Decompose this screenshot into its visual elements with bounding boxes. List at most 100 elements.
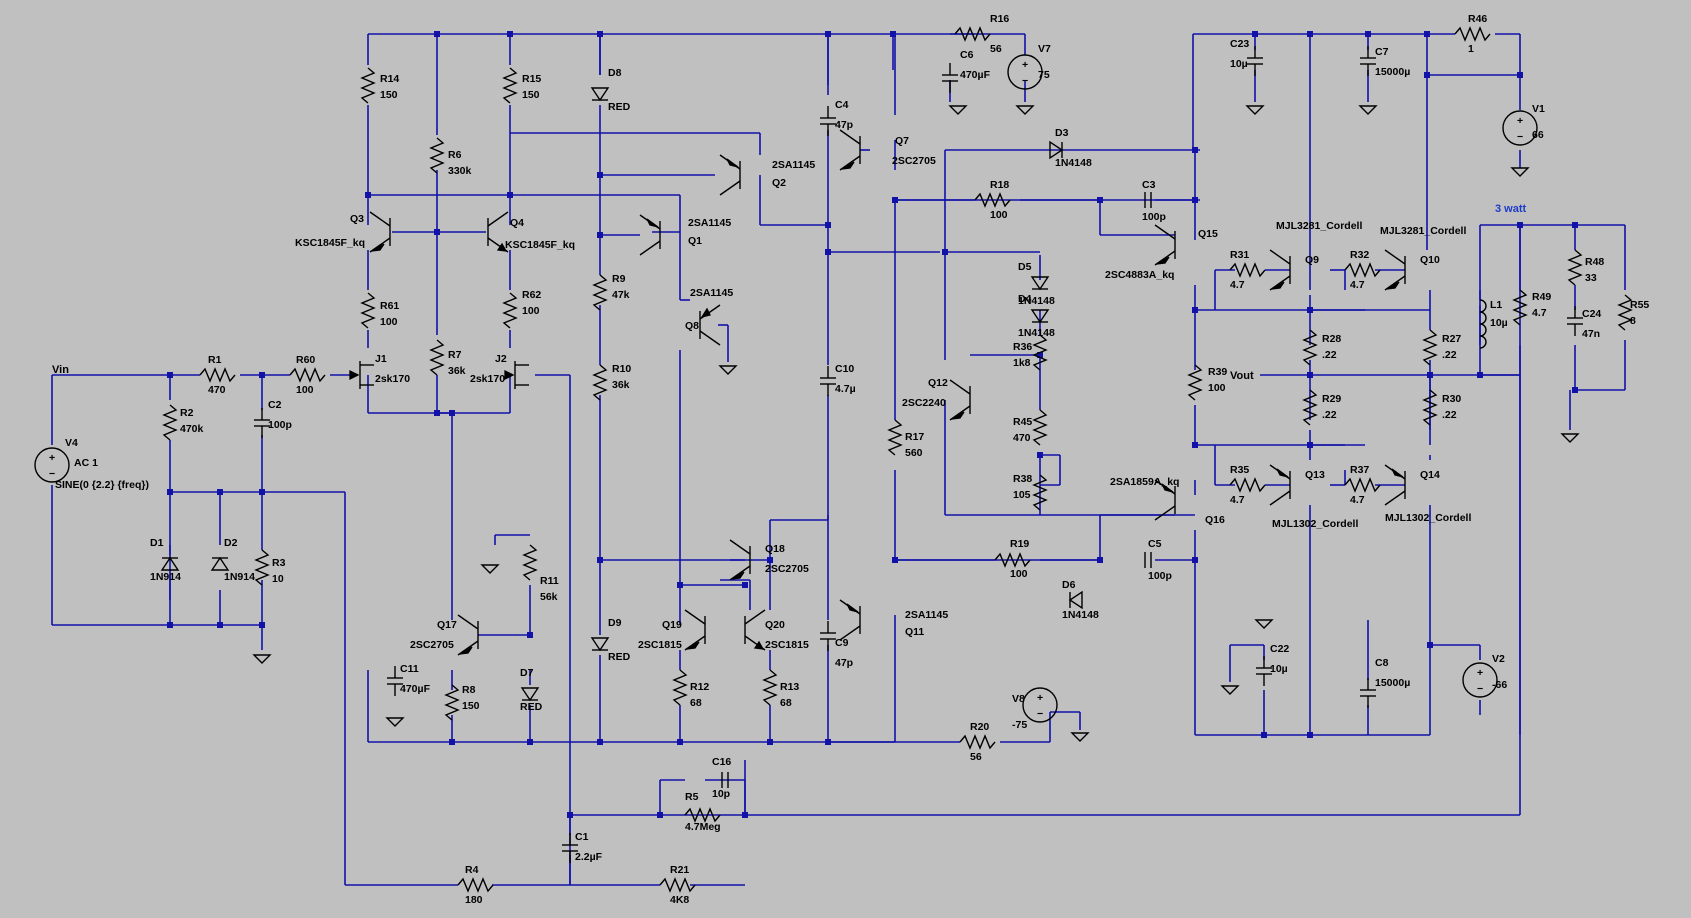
refdes-r60: R60 [296,354,315,366]
value-r38: 105 [1013,489,1031,501]
refdes-r62: R62 [522,289,541,301]
value-l1: 10µ [1490,317,1508,329]
refdes-j2: J2 [495,353,507,365]
jfet-j1: J1 2sk170 [349,353,410,389]
refdes-q19: Q19 [662,619,682,631]
refdes-c16: C16 [712,756,731,768]
value-q4: KSC1845F_kq [505,239,575,251]
value-d3: 1N4148 [1055,157,1092,169]
junction-dot [1477,372,1483,378]
value-c3: 100p [1142,211,1166,223]
value-c10: 4.7µ [835,383,856,395]
value-r6: 330k [448,165,472,177]
junction-dot [1192,307,1198,313]
junction-dot [892,197,898,203]
junction-dot [1037,352,1043,358]
refdes-v8: V8 [1012,693,1025,705]
value-c4: 47p [835,119,853,131]
value-q18: 2SC2705 [765,563,809,575]
refdes-r10: R10 [612,363,631,375]
refdes-d5: D5 [1018,261,1032,273]
junctions [167,31,1578,818]
junction-dot [259,489,265,495]
junction-dot [507,31,513,37]
value-r55: 8 [1630,315,1636,327]
junction-dot [677,582,683,588]
refdes-q13: Q13 [1305,469,1325,481]
minus-sign: − [1477,683,1483,695]
value-q20: 2SC1815 [765,639,809,651]
refdes-q10: Q10 [1420,254,1440,266]
value-r62: 100 [522,305,540,317]
value-r10: 36k [612,379,630,391]
labels: Vin Vout 3 watt [52,203,1527,382]
junction-dot [527,739,533,745]
value-r60: 100 [296,384,314,396]
refdes-c6: C6 [960,49,974,61]
refdes-q16: Q16 [1205,514,1225,526]
comment-3-watt: 3 watt [1495,203,1527,215]
value-q19: 2SC1815 [638,639,682,651]
net-label-vin: Vin [52,364,69,376]
ground-symbol [385,717,405,727]
value-r36: 1k8 [1013,357,1031,369]
value-r14: 150 [380,89,398,101]
refdes-r61: R61 [380,300,399,312]
refdes-r2: R2 [180,407,194,419]
refdes-j1: J1 [375,353,387,365]
junction-dot [597,172,603,178]
components: R14150R15150R6330kR1656R461R61100R62100R… [34,13,1649,906]
junction-dot [167,489,173,495]
value-j1: 2sk170 [375,373,410,385]
refdes-q9: Q9 [1305,254,1319,266]
refdes-d3: D3 [1055,127,1069,139]
refdes-c22: C22 [1270,643,1289,655]
value-r1: 470 [208,384,226,396]
junction-dot [567,812,573,818]
refdes-r12: R12 [690,681,709,693]
ground-symbol [252,654,272,664]
resistor-r5: R54.7Meg [684,791,721,833]
minus-sign: − [49,468,55,480]
junction-dot [1307,732,1313,738]
junction-dot [597,232,603,238]
value-c2: 100p [268,419,292,431]
plus-sign: + [1517,115,1523,127]
junction-dot [1037,452,1043,458]
refdes-r35: R35 [1230,464,1249,476]
refdes-r11: R11 [540,575,559,587]
resistor-r27: R27.22 [1422,329,1461,366]
junction-dot [1517,72,1523,78]
value-v8: -75 [1012,719,1027,731]
refdes-r9: R9 [612,273,626,285]
refdes-r14: R14 [380,73,399,85]
voltage-source-v8: +−V8-75 [1012,687,1058,731]
value-r15: 150 [522,89,540,101]
value-r13: 68 [780,697,792,709]
ground-symbol [1070,732,1090,742]
refdes-r39: R39 [1208,366,1227,378]
